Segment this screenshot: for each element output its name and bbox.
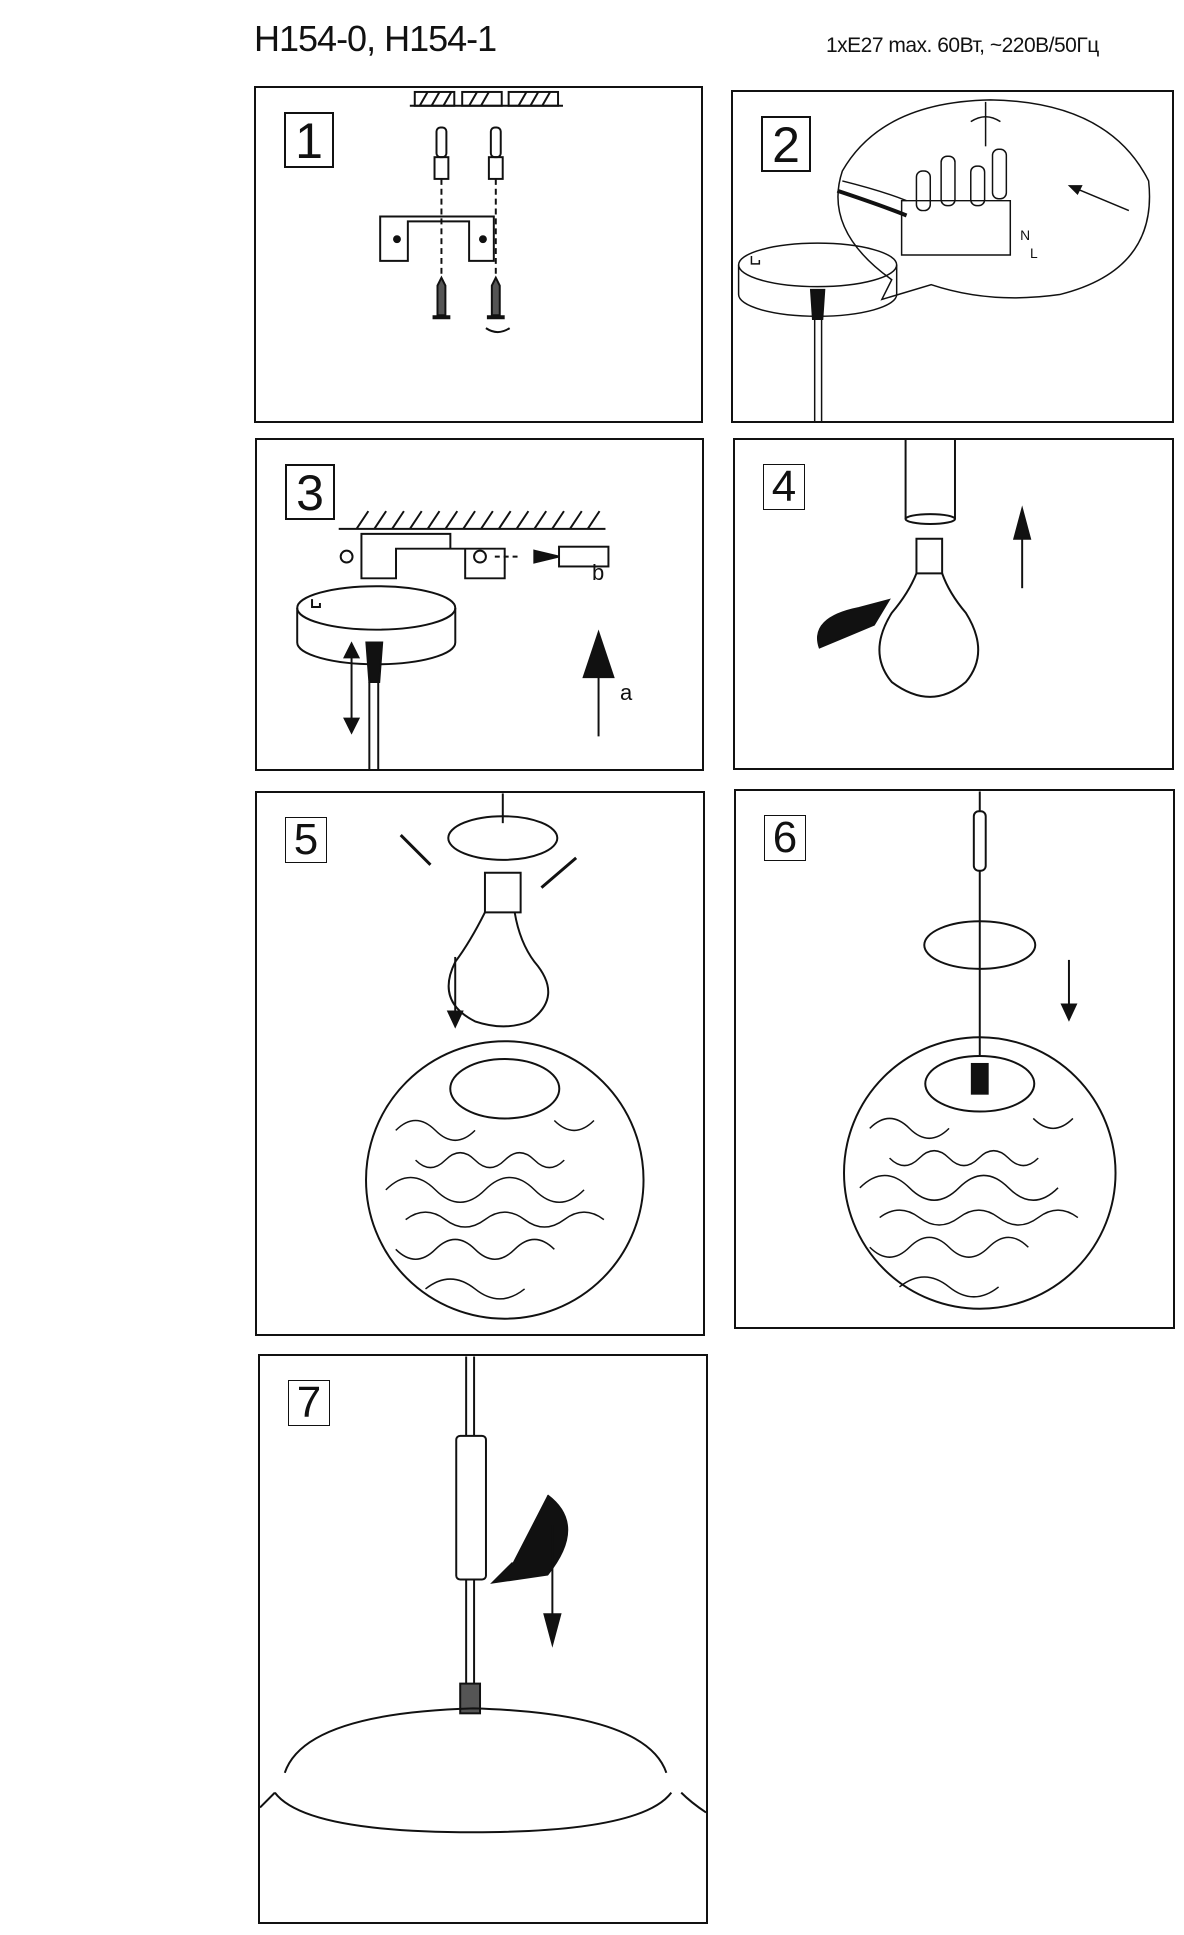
model-title: H154-0, H154-1 [254,18,497,59]
step-5-panel: 5 [255,791,705,1336]
step-number: 6 [764,815,806,861]
step-1-panel: 1 [254,86,703,423]
terminal-label-n: N [1020,227,1030,243]
label-b: b [592,560,605,585]
shade-tighten-illustration [260,1356,706,1834]
step-6-panel: 6 [734,789,1175,1329]
step-number: 3 [285,464,335,520]
shade-attach-illustration [843,791,1117,1310]
step-2-panel: 2 N L [731,90,1174,423]
step-3-panel: 3 a b [255,438,704,771]
step-number: 7 [288,1380,330,1426]
wiring-illustration: N L [737,99,1151,421]
step-number: 4 [763,464,805,510]
label-a: a [620,680,633,705]
bulb-install-illustration [817,440,1032,698]
step-number: 2 [761,116,811,172]
step-number: 1 [284,112,334,168]
mounting-bracket-illustration [379,90,563,334]
shade-install-illustration [365,793,645,1320]
electrical-spec: 1xE27 max. 60Вт, ~220В/50Гц [826,34,1099,57]
canopy-mounting-illustration [296,510,615,769]
step-4-panel: 4 [733,438,1174,770]
step-number: 5 [285,817,327,863]
terminal-label-l: L [1030,245,1038,261]
step-7-panel: 7 [258,1354,708,1924]
